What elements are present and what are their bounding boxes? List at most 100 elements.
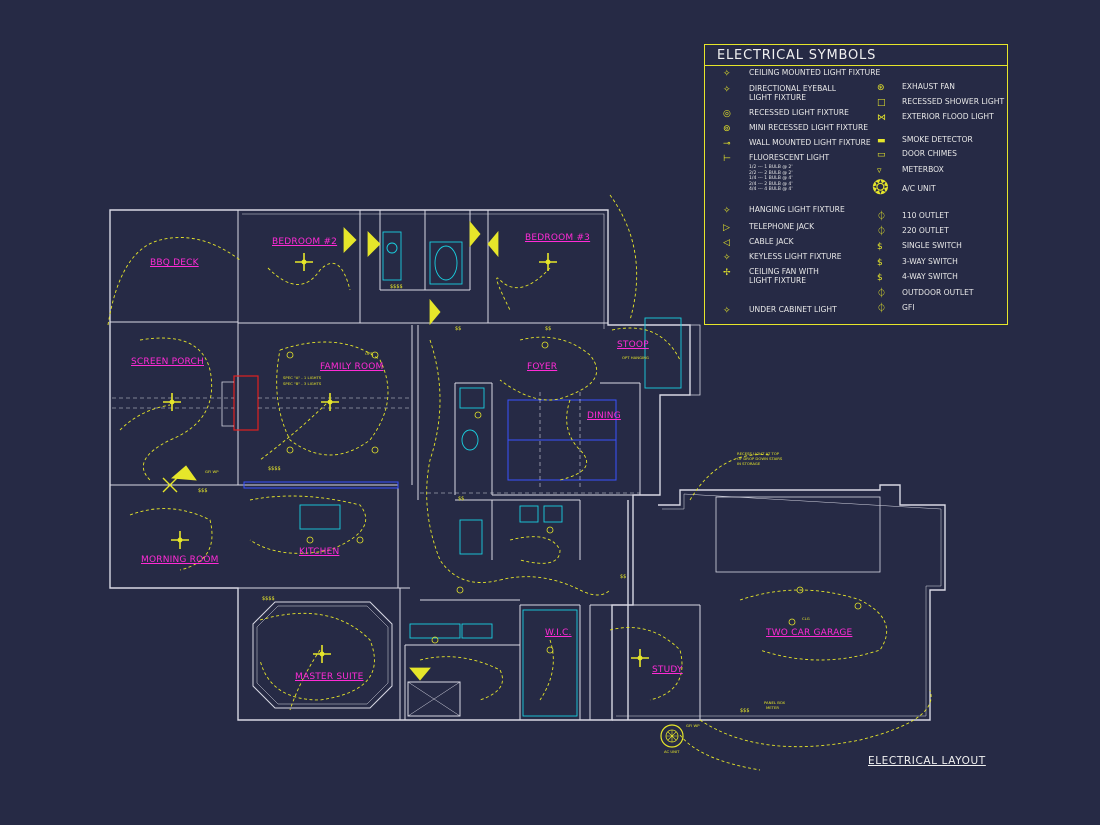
legend-symbol-icon: ✧ xyxy=(723,306,731,316)
legend-symbol-icon: ◁ xyxy=(723,238,730,248)
wire-morning xyxy=(129,508,213,571)
legend-item-label: DOOR CHIMES xyxy=(902,149,957,158)
fan-blades xyxy=(539,253,557,271)
recessed-9 xyxy=(796,586,804,594)
legend-item-label: FLUORESCENT LIGHT xyxy=(749,153,830,162)
fluorescent-spec-line: 2/4 --- 2 BULB @ 4' xyxy=(749,181,793,187)
fan-study xyxy=(631,649,649,667)
wire-porch-2 xyxy=(119,404,171,431)
fan-blades xyxy=(171,531,189,549)
note-opt-family: OPT xyxy=(365,351,373,356)
light-fixtures xyxy=(286,341,862,654)
legend-symbol-icon: ⊚ xyxy=(723,124,731,134)
room-label-study: STUDY xyxy=(652,665,683,675)
swing-bath-3 xyxy=(469,220,481,248)
fan-blades xyxy=(321,393,339,411)
stoop-outline xyxy=(608,324,701,396)
kitchen-soffit xyxy=(243,481,399,489)
wire-garage-panel xyxy=(699,689,932,748)
vanity-bed2 xyxy=(382,231,402,281)
laundry-dryer xyxy=(543,505,563,523)
legend-symbol-icon: ✧ xyxy=(723,206,731,216)
legend-title-rule xyxy=(705,65,1007,66)
legend-item-label: 220 OUTLET xyxy=(902,226,949,235)
swing-bed3 xyxy=(487,230,499,258)
wire-legend-link xyxy=(611,327,681,361)
legend-symbol-icon: ⋈ xyxy=(877,113,886,123)
room-label-dining: DINING xyxy=(587,411,621,421)
legend-symbol-icon: ✧ xyxy=(723,85,731,95)
legend-item-label: UNDER CABINET LIGHT xyxy=(749,305,837,314)
legend-symbol-icon: ⏀ xyxy=(877,304,887,314)
ceiling-fans xyxy=(162,253,649,667)
wire-wic xyxy=(539,639,554,701)
fireplace-box xyxy=(233,375,259,431)
legend-item-label: SMOKE DETECTOR xyxy=(902,135,973,144)
room-label-two-car-garage: TWO CAR GARAGE xyxy=(766,628,853,638)
laundry-washer xyxy=(519,505,539,523)
recessed-11 xyxy=(474,411,482,419)
legend-item-label: TELEPHONE JACK xyxy=(749,222,815,231)
recessed-14 xyxy=(306,536,314,544)
garage-door-zone xyxy=(715,496,881,573)
legend-item-label: WALL MOUNTED LIGHT FIXTURE xyxy=(749,138,871,147)
legend-item-label: SINGLE SWITCH xyxy=(902,241,962,250)
room-label-wic: W.I.C. xyxy=(545,628,572,638)
legend-item-label: 110 OUTLET xyxy=(902,211,949,220)
legend-item-label: DIRECTIONAL EYEBALL xyxy=(749,84,836,93)
master-vanity xyxy=(409,623,461,639)
room-label-bedroom-2: BEDROOM #2 xyxy=(272,237,338,247)
recessed-3 xyxy=(286,446,294,454)
swing-hall xyxy=(429,298,441,326)
wire-bed2 xyxy=(267,262,351,291)
legend-symbol-icon: ▿ xyxy=(877,166,882,176)
garage-outline xyxy=(612,484,946,721)
note-gfi-wp-ac: GFI WP xyxy=(686,723,700,728)
legend-item-label: EXTERIOR FLOOD LIGHT xyxy=(902,112,994,121)
note-panel-box: PANEL BOX xyxy=(764,700,786,705)
fan-bbq xyxy=(162,477,178,493)
inner-wall-offset xyxy=(242,213,605,329)
switch-glyph: $$$ xyxy=(740,708,750,714)
legend-symbol-icon: ▷ xyxy=(723,223,730,233)
powder-toilet xyxy=(461,429,479,451)
ceiling-beams xyxy=(112,392,640,494)
swing-bed2 xyxy=(343,227,357,253)
dining-coffered-ceiling xyxy=(243,399,617,489)
note-opt-hanging: OPT HANGING xyxy=(622,355,649,360)
legend-symbol-icon: ✢ xyxy=(723,268,731,278)
recessed-4 xyxy=(371,446,379,454)
legend-item-label: OUTDOOR OUTLET xyxy=(902,288,974,297)
room-label-bedroom-3: BEDROOM #3 xyxy=(525,233,591,243)
recessed-2 xyxy=(371,351,379,359)
fan-master xyxy=(313,645,331,663)
fan-blades xyxy=(313,645,331,663)
wire-hall-2 xyxy=(499,576,611,596)
legend-item-label: A/C UNIT xyxy=(902,184,936,193)
sink-bed2 xyxy=(386,242,398,254)
switch-glyph: $$ xyxy=(620,574,626,580)
legend-symbol-icon: ⊸ xyxy=(723,139,731,149)
swing-bath xyxy=(367,231,381,257)
switch-glyph: $$ xyxy=(458,496,464,502)
legend-item-label: MINI RECESSED LIGHT FIXTURE xyxy=(749,123,869,132)
fan-family xyxy=(321,393,339,411)
wire-ac xyxy=(679,734,761,771)
wire-master-bath xyxy=(419,656,503,701)
room-label-screen-porch: SCREEN PORCH xyxy=(131,357,204,367)
tub-basin xyxy=(434,245,458,281)
wire-exterior-left xyxy=(107,237,241,326)
legend-symbol-icon: ⏀ xyxy=(877,227,887,237)
switch-glyph: $$$$ xyxy=(262,596,275,602)
switch-glyph: $$$$ xyxy=(390,284,403,290)
wire-family-2 xyxy=(259,399,331,461)
legend-item-label: CEILING FAN WITH xyxy=(749,267,819,276)
garage-ceiling-box xyxy=(715,496,881,573)
tray-octagon-inner xyxy=(256,605,389,705)
room-label-master-suite: MASTER SUITE xyxy=(295,672,364,682)
note-ac-unit: AC UNIT xyxy=(664,749,680,754)
legend-item-label: RECESSED LIGHT FIXTURE xyxy=(749,108,849,117)
legend-item-label: METERBOX xyxy=(902,165,944,174)
note-meter: METER xyxy=(766,705,780,710)
